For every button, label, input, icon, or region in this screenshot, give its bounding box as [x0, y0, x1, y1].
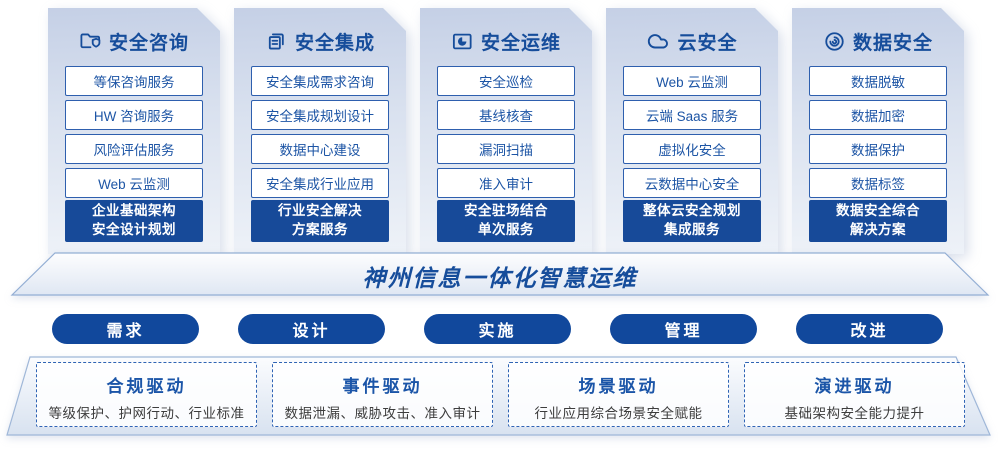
highlight-service-box: 行业安全解决 方案服务 — [251, 200, 389, 242]
pie-folder-icon — [452, 33, 472, 49]
service-item: 云端 Saas 服务 — [623, 100, 761, 130]
service-item-list: Web 云监测 云端 Saas 服务 虚拟化安全 云数据中心安全 — [623, 66, 761, 198]
card-title: 安全咨询 — [108, 32, 189, 54]
highlight-line: 安全设计规划 — [92, 222, 176, 237]
service-card: 云安全 Web 云监测 云端 Saas 服务 虚拟化安全 云数据中心安全 整体云… — [606, 8, 778, 254]
service-column-security-operations: 安全运维 安全巡检 基线核查 漏洞扫描 准入审计 安全驻场结合 单次服务 — [420, 8, 592, 254]
fingerprint-icon — [825, 31, 844, 51]
driver-desc: 等级保护、护网行动、行业标准 — [48, 406, 245, 421]
service-item: 安全集成规划设计 — [251, 100, 389, 130]
highlight-line: 行业安全解决 — [278, 203, 362, 219]
service-column-data-security: 数据安全 数据脱敏 数据加密 数据保护 数据标签 数据安全综合 解决方案 — [792, 8, 964, 254]
service-item: Web 云监测 — [623, 66, 761, 96]
card-header: 安全咨询 — [48, 8, 220, 54]
process-pill-design: 设计 — [238, 314, 385, 344]
highlight-line: 安全驻场结合 — [464, 203, 548, 219]
card-header: 数据安全 — [792, 8, 964, 54]
service-item: 漏洞扫描 — [437, 134, 575, 164]
service-item: 安全集成行业应用 — [251, 168, 389, 198]
card-header: 云安全 — [606, 8, 778, 54]
driver-title: 演进驱动 — [814, 377, 895, 396]
card-header: 安全运维 — [420, 8, 592, 54]
highlight-line: 单次服务 — [478, 222, 534, 237]
service-item: 数据保护 — [809, 134, 947, 164]
service-card: 安全集成 安全集成需求咨询 安全集成规划设计 数据中心建设 安全集成行业应用 行… — [234, 8, 406, 254]
cloud-icon — [648, 34, 669, 49]
service-item: 准入审计 — [437, 168, 575, 198]
service-item: 安全集成需求咨询 — [251, 66, 389, 96]
driver-title: 场景驱动 — [578, 377, 659, 396]
banner-platform-shape — [10, 252, 990, 296]
driver-box-compliance: 合规驱动 等级保护、护网行动、行业标准 — [36, 362, 257, 427]
process-pill-manage: 管理 — [610, 314, 757, 344]
service-card: 安全运维 安全巡检 基线核查 漏洞扫描 准入审计 安全驻场结合 单次服务 — [420, 8, 592, 254]
highlight-service-box: 安全驻场结合 单次服务 — [437, 200, 575, 242]
service-item-list: 安全巡检 基线核查 漏洞扫描 准入审计 — [437, 66, 575, 198]
highlight-line: 企业基础架构 — [92, 203, 176, 219]
service-item: 数据加密 — [809, 100, 947, 130]
driver-box-event: 事件驱动 数据泄漏、威胁攻击、准入审计 — [272, 362, 493, 427]
process-pill-implement: 实施 — [424, 314, 571, 344]
service-card: 安全咨询 等保咨询服务 HW 咨询服务 风险评估服务 Web 云监测 企业基础架… — [48, 8, 220, 254]
service-item: 虚拟化安全 — [623, 134, 761, 164]
highlight-line: 数据安全综合 — [836, 203, 920, 219]
process-pill-improve: 改进 — [796, 314, 943, 344]
service-item-list: 安全集成需求咨询 安全集成规划设计 数据中心建设 安全集成行业应用 — [251, 66, 389, 198]
highlight-line: 整体云安全规划 — [643, 203, 741, 219]
service-item: 云数据中心安全 — [623, 168, 761, 198]
card-title: 云安全 — [677, 32, 738, 54]
process-pill-demand: 需求 — [52, 314, 199, 344]
highlight-service-box: 整体云安全规划 集成服务 — [623, 200, 761, 242]
card-header: 安全集成 — [234, 8, 406, 54]
service-item: 基线核查 — [437, 100, 575, 130]
driver-desc: 基础架构安全能力提升 — [784, 406, 925, 421]
highlight-line: 集成服务 — [664, 222, 720, 237]
service-item: HW 咨询服务 — [65, 100, 203, 130]
service-item: 风险评估服务 — [65, 134, 203, 164]
service-column-security-integration: 安全集成 安全集成需求咨询 安全集成规划设计 数据中心建设 安全集成行业应用 行… — [234, 8, 406, 254]
service-item: 数据中心建设 — [251, 134, 389, 164]
driver-desc: 行业应用综合场景安全赋能 — [534, 406, 703, 421]
driver-box-scenario: 场景驱动 行业应用综合场景安全赋能 — [508, 362, 729, 427]
service-item: 数据标签 — [809, 168, 947, 198]
card-title: 安全集成 — [294, 32, 375, 54]
highlight-line: 方案服务 — [292, 222, 348, 237]
copy-documents-icon — [268, 32, 284, 50]
service-item-list: 等保咨询服务 HW 咨询服务 风险评估服务 Web 云监测 — [65, 66, 203, 198]
card-title: 数据安全 — [852, 32, 933, 54]
driver-desc: 数据泄漏、威胁攻击、准入审计 — [284, 406, 481, 421]
service-item: 安全巡检 — [437, 66, 575, 96]
service-item-list: 数据脱敏 数据加密 数据保护 数据标签 — [809, 66, 947, 198]
card-title: 安全运维 — [480, 32, 561, 54]
service-column-cloud-security: 云安全 Web 云监测 云端 Saas 服务 虚拟化安全 云数据中心安全 整体云… — [606, 8, 778, 254]
driver-title: 事件驱动 — [342, 377, 423, 396]
highlight-service-box: 数据安全综合 解决方案 — [809, 200, 947, 242]
folder-shield-icon — [80, 32, 101, 48]
driver-title: 合规驱动 — [106, 377, 187, 396]
service-card: 数据安全 数据脱敏 数据加密 数据保护 数据标签 数据安全综合 解决方案 — [792, 8, 964, 254]
service-item: Web 云监测 — [65, 168, 203, 198]
banner-title: 神州信息一体化智慧运维 — [362, 265, 638, 291]
service-item: 等保咨询服务 — [65, 66, 203, 96]
service-item: 数据脱敏 — [809, 66, 947, 96]
highlight-line: 解决方案 — [850, 222, 906, 237]
highlight-service-box: 企业基础架构 安全设计规划 — [65, 200, 203, 242]
service-column-security-consulting: 安全咨询 等保咨询服务 HW 咨询服务 风险评估服务 Web 云监测 企业基础架… — [48, 8, 220, 254]
driver-box-evolution: 演进驱动 基础架构安全能力提升 — [744, 362, 965, 427]
